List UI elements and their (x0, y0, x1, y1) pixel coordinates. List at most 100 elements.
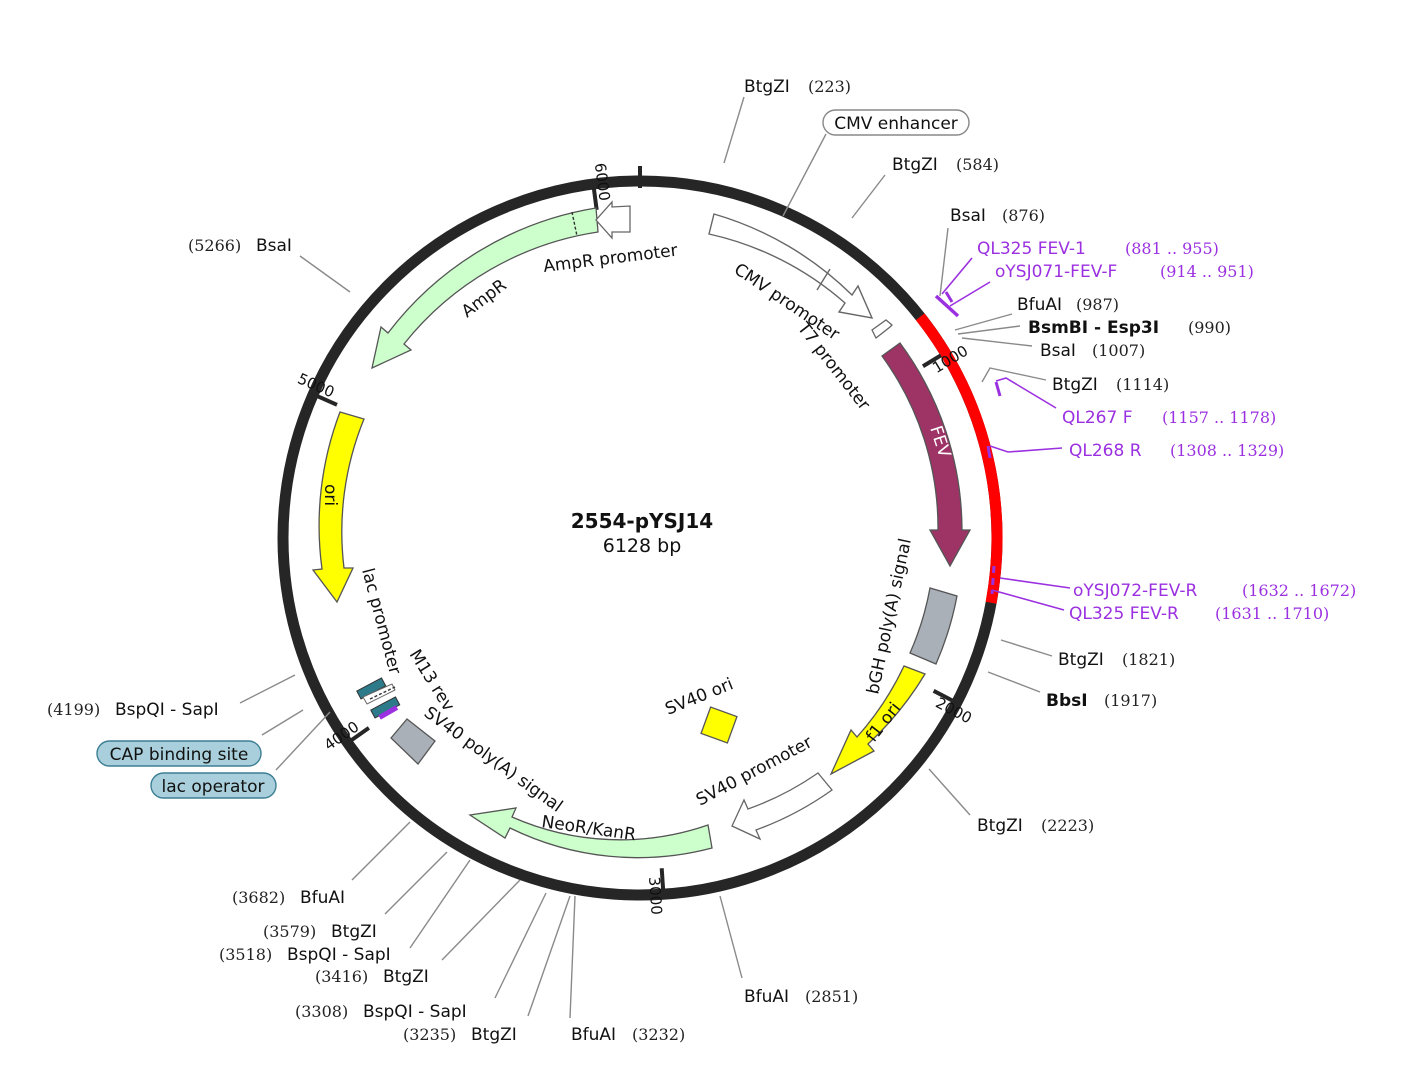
feature-sv40-promoter[interactable] (731, 772, 833, 841)
site-label-bspqi-3308[interactable]: (3308) BspQI - SapI (295, 1002, 467, 1022)
label-ori: ori (320, 484, 340, 506)
svg-text:(3518): (3518) (219, 945, 272, 964)
svg-text:BsaI: BsaI (1040, 341, 1076, 361)
label-ampr-promoter: AmpR promoter (542, 241, 679, 277)
plasmid-length: 6128 bp (603, 535, 682, 557)
plasmid-name: 2554-pYSJ14 (571, 509, 713, 533)
site-label-bspqi-4199[interactable]: (4199) BspQI - SapI (47, 700, 219, 720)
svg-text:BspQI - SapI: BspQI - SapI (115, 700, 219, 720)
feature-neor-kanr[interactable] (468, 807, 713, 859)
site-label-btgzi-1821[interactable]: BtgZI (1821) (1058, 650, 1175, 670)
site-label-btgzi-3579[interactable]: (3579) BtgZI (263, 922, 377, 942)
tick-mark-5000 (316, 394, 338, 407)
feature-ori[interactable] (311, 411, 365, 604)
svg-text:(914 .. 951): (914 .. 951) (1160, 262, 1254, 281)
svg-text:CAP binding site: CAP binding site (110, 745, 249, 765)
primer-label-oysj071-fev-f[interactable]: oYSJ071-FEV-F(914 .. 951) (995, 262, 1254, 282)
primer-label-ql267-f[interactable]: QL267 F (1157 .. 1178) (1062, 408, 1276, 428)
feature-ampr[interactable] (371, 207, 599, 370)
svg-text:(3682): (3682) (232, 888, 285, 907)
svg-text:(1157 .. 1178): (1157 .. 1178) (1162, 408, 1276, 427)
site-label-bfuai-2851[interactable]: BfuAI (2851) (744, 987, 858, 1007)
svg-text:(3579): (3579) (263, 922, 316, 941)
svg-text:BfuAI: BfuAI (571, 1025, 616, 1045)
svg-text:QL267 F: QL267 F (1062, 408, 1132, 428)
svg-text:(876): (876) (1002, 206, 1045, 225)
site-label-bfuai-3232[interactable]: BfuAI(3232) (571, 1025, 685, 1045)
insert-highlight-arc (915, 313, 1003, 604)
svg-text:BtgZI: BtgZI (744, 77, 790, 97)
feature-m13-rev[interactable] (378, 705, 399, 720)
feature-cmv-promoter[interactable] (708, 213, 874, 319)
svg-text:BsaI: BsaI (256, 236, 292, 256)
svg-text:BfuAI: BfuAI (744, 987, 789, 1007)
feature-fev[interactable] (881, 342, 972, 568)
tick-mark-6000 (591, 188, 599, 211)
feature-bgh-polya[interactable] (909, 587, 958, 665)
svg-text:lac operator: lac operator (161, 777, 264, 797)
svg-text:BtgZI: BtgZI (1058, 650, 1104, 670)
svg-text:(3308): (3308) (295, 1002, 348, 1021)
site-label-btgzi-223[interactable]: BtgZI (223) (744, 77, 851, 97)
label-sv40-polya: SV40 poly(A) signal (420, 703, 566, 817)
svg-text:(990): (990) (1188, 318, 1231, 337)
feature-t7-promoter[interactable] (871, 319, 893, 340)
svg-text:(2223): (2223) (1041, 816, 1094, 835)
svg-text:(2851): (2851) (805, 987, 858, 1006)
site-label-btgzi-2223[interactable]: BtgZI(2223) (977, 816, 1094, 836)
svg-text:BtgZI: BtgZI (383, 967, 429, 987)
svg-text:CMV enhancer: CMV enhancer (834, 114, 958, 134)
primer-label-ql325-fev-1[interactable]: QL325 FEV-1(881 .. 955) (977, 239, 1219, 259)
tick-mark-3000 (659, 868, 666, 890)
svg-text:BtgZI: BtgZI (331, 922, 377, 942)
site-label-btgzi-3416[interactable]: (3416)BtgZI (315, 967, 429, 987)
site-label-bfuai-987[interactable]: BfuAI(987) (1017, 295, 1119, 315)
svg-text:BspQI - SapI: BspQI - SapI (363, 1002, 467, 1022)
svg-text:BbsI: BbsI (1046, 691, 1088, 711)
primer-label-oysj072-fev-r[interactable]: oYSJ072-FEV-R (1632 .. 1672) (1073, 581, 1356, 601)
svg-text:(1114): (1114) (1116, 375, 1169, 394)
site-label-btgzi-1114[interactable]: BtgZI(1114) (1052, 375, 1169, 395)
tick-mark-2000 (932, 689, 954, 703)
ampr-dotted-divider (571, 211, 578, 237)
feature-sv40-polya[interactable] (390, 718, 436, 765)
svg-text:BsmBI - Esp3I: BsmBI - Esp3I (1028, 318, 1159, 338)
svg-text:(1632 .. 1672): (1632 .. 1672) (1242, 581, 1356, 600)
svg-text:(881 .. 955): (881 .. 955) (1125, 239, 1219, 258)
site-label-bbsi-1917[interactable]: BbsI(1917) (1046, 691, 1157, 711)
primer-leaders (934, 257, 1071, 611)
site-label-bspqi-3518[interactable]: (3518) BspQI - SapI (219, 945, 391, 965)
site-label-btgzi-584[interactable]: BtgZI(584) (892, 155, 999, 175)
primer-label-ql325-fev-r[interactable]: QL325 FEV-R(1631 .. 1710) (1069, 604, 1329, 624)
site-label-bsai-1007[interactable]: BsaI (1007) (1040, 341, 1145, 361)
feature-ampr-promoter[interactable] (595, 200, 631, 240)
svg-text:(1308 .. 1329): (1308 .. 1329) (1170, 441, 1284, 460)
svg-text:(1007): (1007) (1092, 341, 1145, 360)
svg-text:(584): (584) (956, 155, 999, 174)
svg-text:(1821): (1821) (1122, 650, 1175, 669)
cmv-promoter-divider (816, 268, 831, 291)
site-leaders (239, 96, 1053, 1019)
tick-label-6000: 6000 (591, 162, 614, 202)
pill-cmv-enhancer[interactable]: CMV enhancer (822, 109, 970, 136)
site-label-bsai-5266[interactable]: (5266)BsaI (188, 236, 292, 256)
site-label-bsai-876[interactable]: BsaI(876) (950, 206, 1045, 226)
label-lac-promoter: lac promoter (357, 566, 404, 676)
feature-sv40-ori[interactable] (700, 706, 738, 744)
svg-text:(987): (987) (1076, 295, 1119, 314)
site-label-bsmbi-990[interactable]: BsmBI - Esp3I (990) (1028, 318, 1231, 338)
tick-mark-4000 (350, 726, 371, 742)
svg-text:BspQI - SapI: BspQI - SapI (287, 945, 391, 965)
svg-text:QL325 FEV-R: QL325 FEV-R (1069, 604, 1179, 624)
site-label-btgzi-3235[interactable]: (3235)BtgZI (403, 1025, 517, 1045)
primer-label-ql268-r[interactable]: QL268 R (1308 .. 1329) (1069, 441, 1284, 461)
svg-text:(4199): (4199) (47, 700, 100, 719)
svg-text:QL268 R: QL268 R (1069, 441, 1142, 461)
svg-text:(223): (223) (808, 77, 851, 96)
pill-cap-binding-site[interactable]: CAP binding site (96, 740, 262, 767)
feature-f1-ori[interactable] (829, 665, 926, 776)
pill-lac-operator[interactable]: lac operator (150, 772, 277, 799)
site-label-bfuai-3682[interactable]: (3682)BfuAI (232, 888, 345, 908)
svg-text:oYSJ072-FEV-R: oYSJ072-FEV-R (1073, 581, 1197, 601)
